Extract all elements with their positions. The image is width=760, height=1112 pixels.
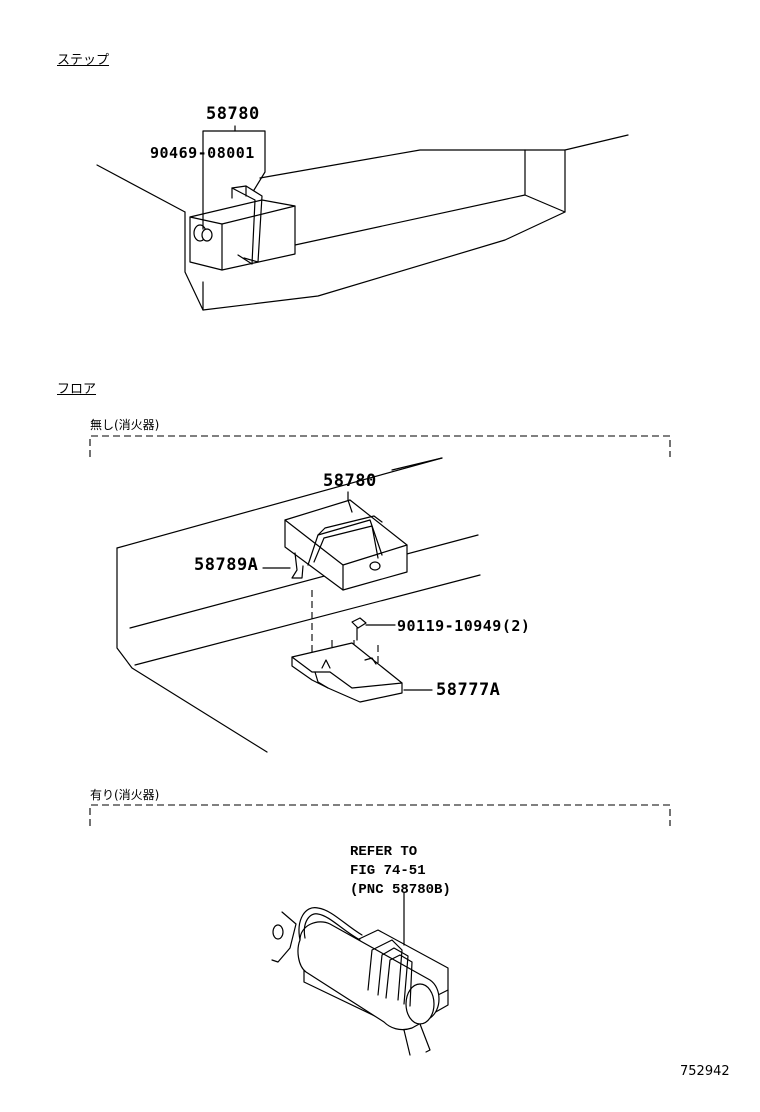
frame-without-extinguisher (89, 435, 671, 457)
part-number-bolt-step[interactable]: 90469-08001 (150, 144, 255, 162)
frame-with-extinguisher (89, 804, 671, 826)
floor-without-assembly-drawing (116, 457, 481, 753)
part-number-58780-step[interactable]: 58780 (206, 104, 260, 124)
section-heading-step: ステップ (57, 53, 110, 68)
diagram-id: 752942 (680, 1064, 730, 1079)
refer-note[interactable]: REFER TO FIG 74-51 (PNC 58780B) (350, 843, 451, 900)
refer-note-line2: FIG 74-51 (350, 863, 426, 879)
part-number-bracket[interactable]: 58789A (194, 555, 259, 575)
refer-note-line1: REFER TO (350, 844, 418, 860)
step-assembly-drawing (96, 125, 629, 311)
variant-label-without-extinguisher: 無し(消火器) (90, 418, 160, 432)
variant-label-with-extinguisher: 有り(消火器) (90, 788, 160, 802)
refer-note-line3: (PNC 58780B) (350, 882, 451, 898)
part-number-58780-floor[interactable]: 58780 (323, 471, 377, 491)
floor-with-assembly-drawing (271, 892, 449, 1056)
part-number-plate[interactable]: 58777A (436, 680, 501, 700)
section-heading-floor: フロア (57, 382, 97, 397)
part-number-bolt-floor[interactable]: 90119-10949(2) (397, 617, 531, 635)
